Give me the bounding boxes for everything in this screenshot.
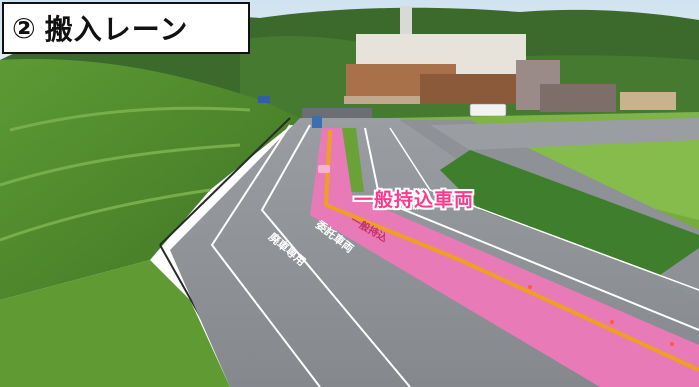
pink-lane xyxy=(310,128,699,387)
bus xyxy=(469,103,507,117)
section-title-text: 搬入レーン xyxy=(44,13,189,46)
gate-booth xyxy=(312,116,322,128)
fence xyxy=(159,117,291,246)
lower-left-lawn xyxy=(0,260,230,387)
side-building-low xyxy=(540,84,616,112)
slope-terrace-1 xyxy=(9,106,251,132)
annex-building xyxy=(620,92,676,110)
cone xyxy=(670,342,674,346)
circled-digit-two-icon: ② xyxy=(12,11,37,45)
gate-structure xyxy=(302,108,372,118)
pink-car xyxy=(318,165,330,173)
upper-branch-road xyxy=(430,118,699,150)
lane-line-mid xyxy=(260,124,411,387)
main-building-wing xyxy=(420,74,520,104)
general-vehicle-lane-label: 一般持込車両 xyxy=(354,189,475,211)
lane-line-left xyxy=(210,124,321,387)
cone xyxy=(528,285,532,289)
canopy xyxy=(344,96,420,104)
lane-line-far xyxy=(389,127,699,291)
slope-terrace-2 xyxy=(0,143,241,187)
lane-line-right xyxy=(364,127,699,331)
cone xyxy=(610,320,614,324)
green-slope xyxy=(0,59,300,301)
section-title: ② 搬入レーン xyxy=(2,2,250,54)
blue-truck xyxy=(258,96,270,103)
hedge-strip xyxy=(440,150,699,275)
slope-terrace-3 xyxy=(0,188,211,242)
